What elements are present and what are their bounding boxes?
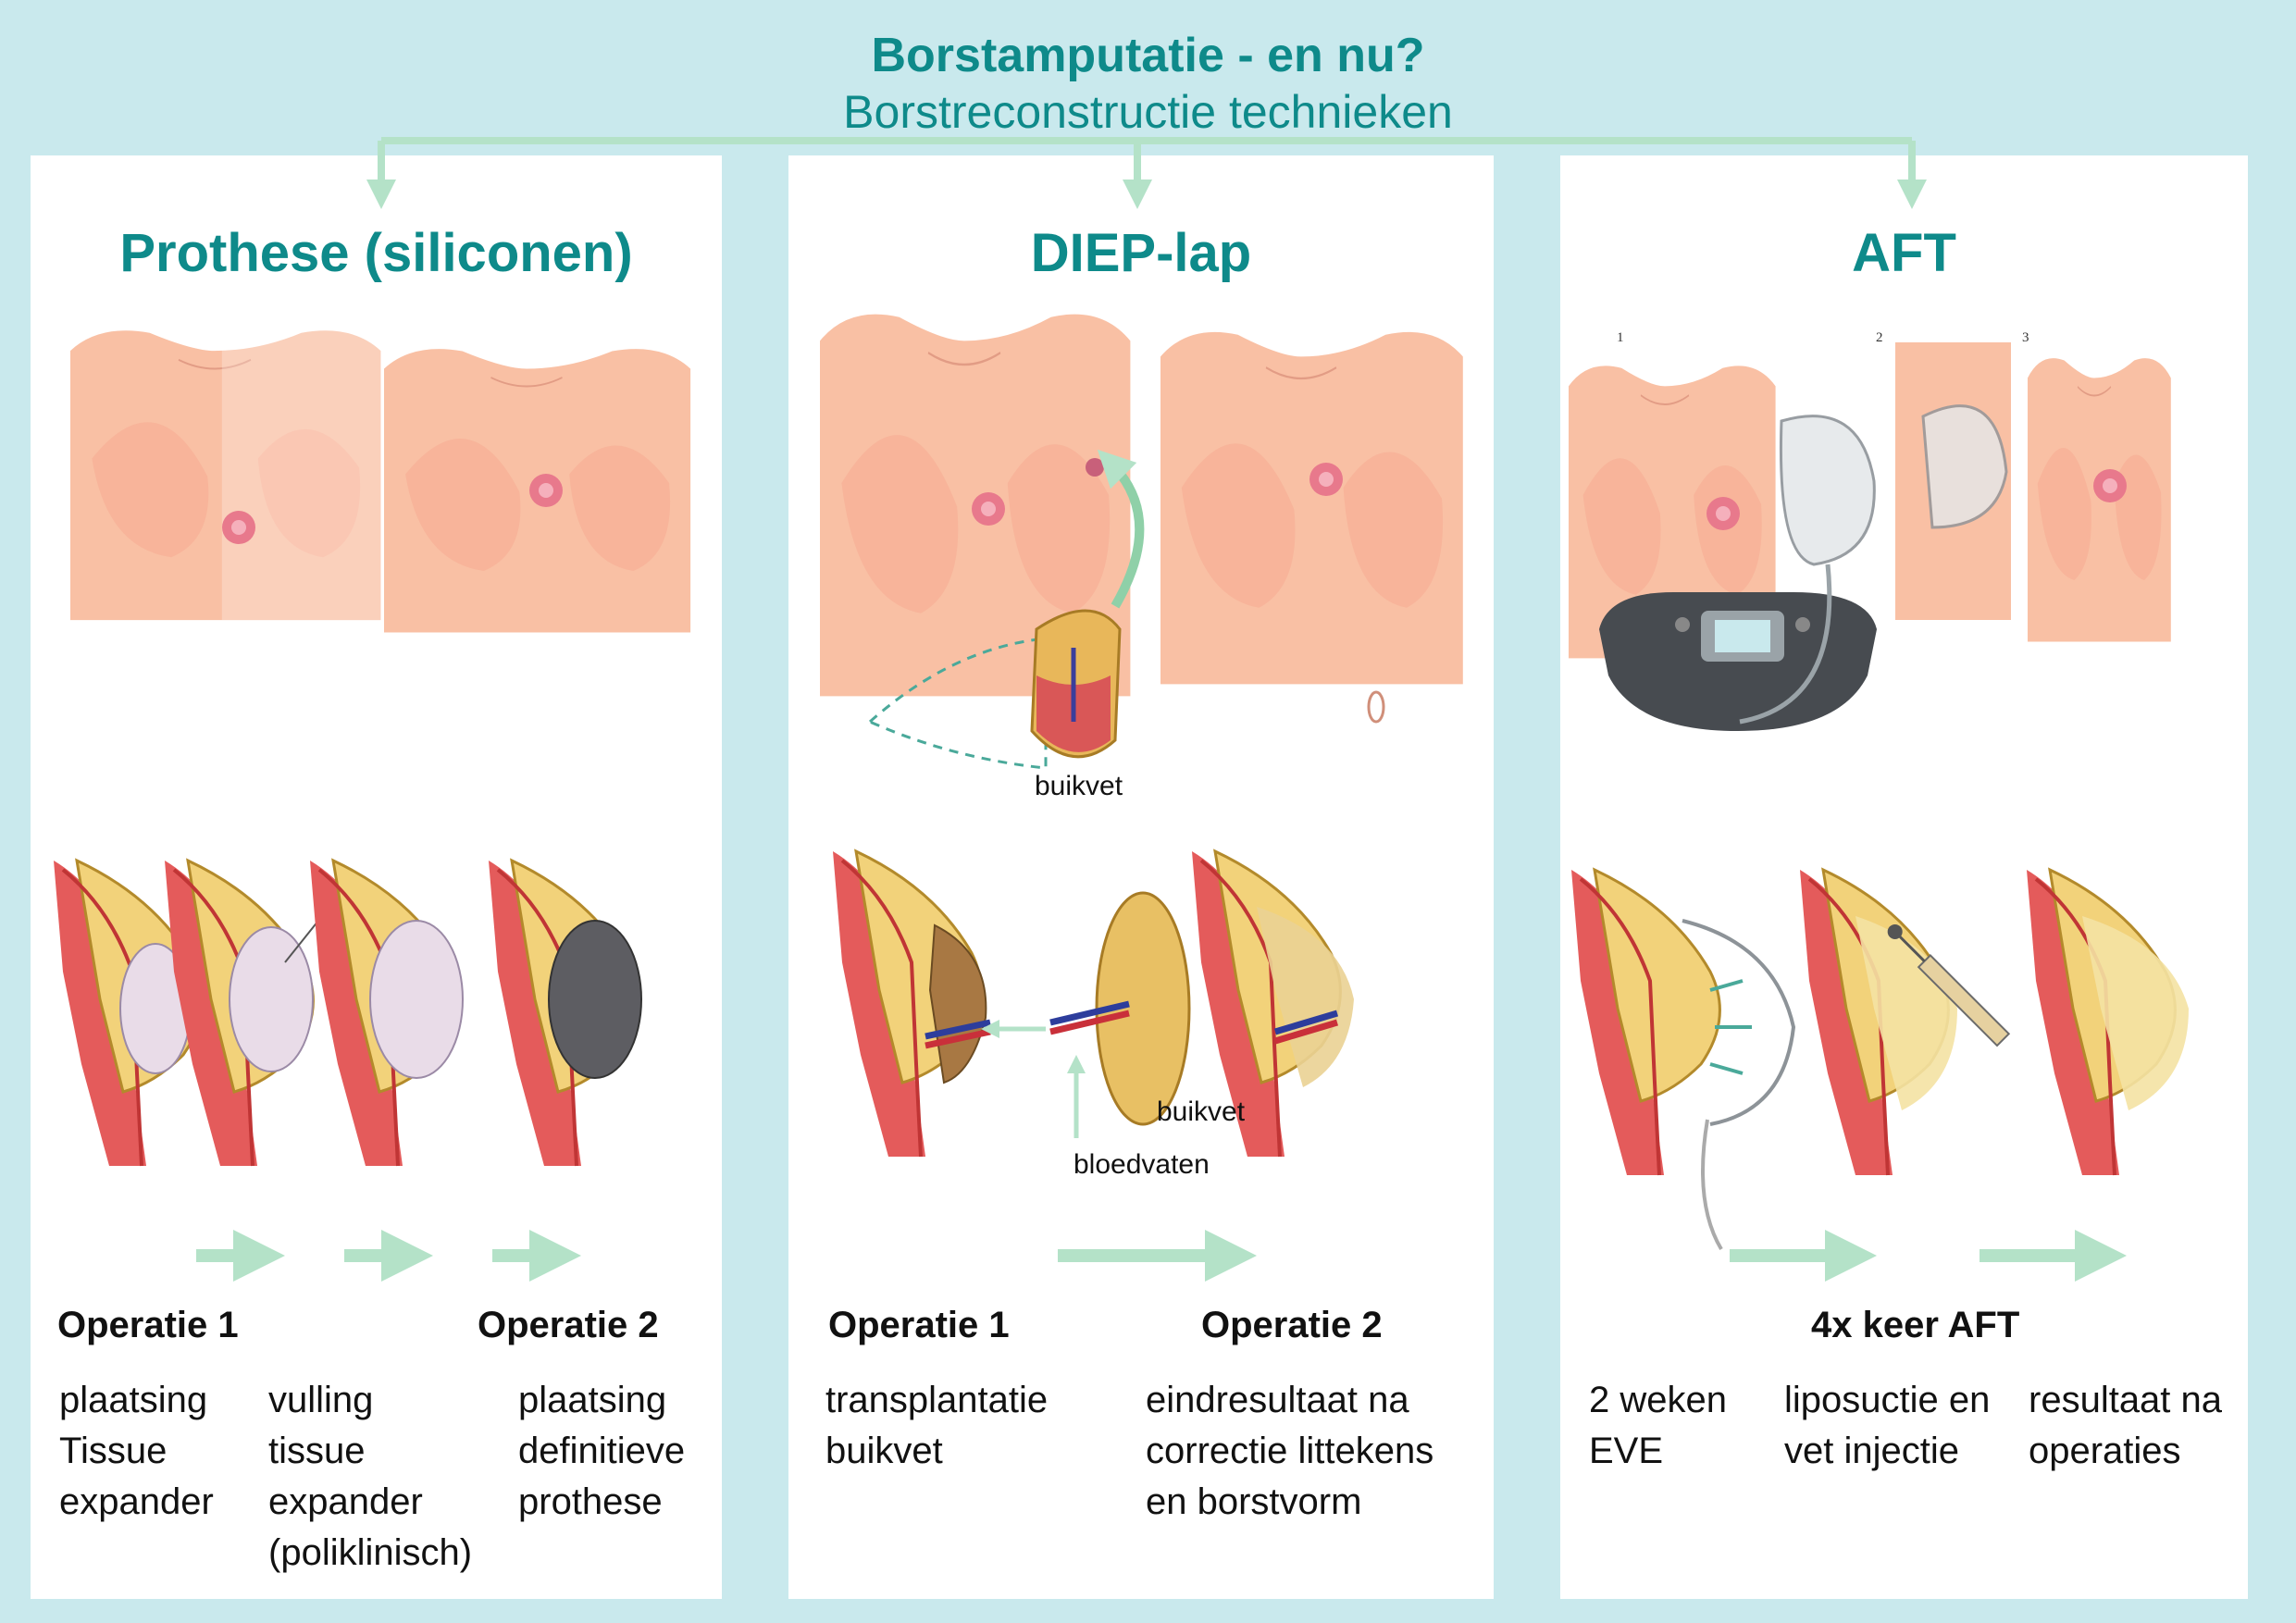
diep-navel xyxy=(1367,690,1385,724)
panel-heading-aft: AFT xyxy=(1852,223,1956,283)
prothese-torso-before xyxy=(69,324,382,622)
label-buikvet-disc: buikvet xyxy=(1157,1096,1246,1127)
aft-cross-section-1 xyxy=(1570,868,1796,1177)
diep-vessels-2 xyxy=(1049,1000,1130,1035)
panel-heading-prothese: Prothese (siliconen) xyxy=(119,223,633,283)
aft-torso-1-nipple xyxy=(1706,497,1740,530)
aft-cross-section-3 xyxy=(2025,868,2189,1177)
diep-dashed-flap-outline xyxy=(867,637,1048,770)
diep-vessels-3 xyxy=(1273,1010,1339,1045)
diep-vessels-1 xyxy=(925,1019,991,1049)
connector-arrows xyxy=(366,137,1927,209)
panel-heading-diep: DIEP-lap xyxy=(1030,223,1252,283)
aft-torso-3-nipple xyxy=(2093,469,2127,502)
diep-torso-after-nipple xyxy=(1309,463,1343,496)
label-bloedvaten: bloedvaten xyxy=(1074,1149,1210,1180)
diep-cross-section-1 xyxy=(831,849,987,1158)
diep-operation-2: Operatie 2 xyxy=(1201,1305,1383,1345)
prothese-operation-2: Operatie 2 xyxy=(478,1305,659,1345)
aft-syringe xyxy=(1887,923,2011,1047)
page-subtitle: Borstreconstructie technieken xyxy=(843,86,1453,138)
aft-eve-pump xyxy=(1599,592,1877,731)
diep-torso-after xyxy=(1159,330,1464,686)
aft-figure-number-3: 3 xyxy=(2022,330,2029,345)
label-buikvet-torso: buikvet xyxy=(1035,771,1123,801)
diep-curved-arrow xyxy=(1097,449,1145,609)
aft-eve-dome-1 xyxy=(1779,415,1876,566)
page-title: Borstamputatie - en nu? xyxy=(871,29,1425,82)
aft-figure-number-1: 1 xyxy=(1617,330,1624,345)
aft-cross-section-1-tube xyxy=(1701,1119,1723,1251)
prothese-cross-section-3 xyxy=(308,859,464,1168)
diep-cross-section-2 xyxy=(1190,849,1354,1158)
diep-small-nipple xyxy=(1086,458,1104,477)
prothese-cross-section-2 xyxy=(163,859,335,1168)
diep-operation-1: Operatie 1 xyxy=(828,1305,1010,1345)
aft-torso-3 xyxy=(2027,357,2172,643)
aft-cross-section-2 xyxy=(1798,868,1957,1177)
aft-operation: 4x keer AFT xyxy=(1811,1305,2020,1345)
prothese-torso-before-nipple xyxy=(222,511,255,544)
prothese-operation-1: Operatie 1 xyxy=(57,1305,239,1345)
diep-torso-before-nipple xyxy=(972,492,1005,526)
prothese-torso-after-nipple xyxy=(529,474,563,507)
diep-flap xyxy=(1030,609,1122,759)
prothese-cross-section-4 xyxy=(487,859,642,1168)
aft-eve-tube xyxy=(1739,564,1832,725)
aft-torso-2 xyxy=(1895,342,2011,620)
aft-figure-number-2: 2 xyxy=(1876,330,1883,345)
